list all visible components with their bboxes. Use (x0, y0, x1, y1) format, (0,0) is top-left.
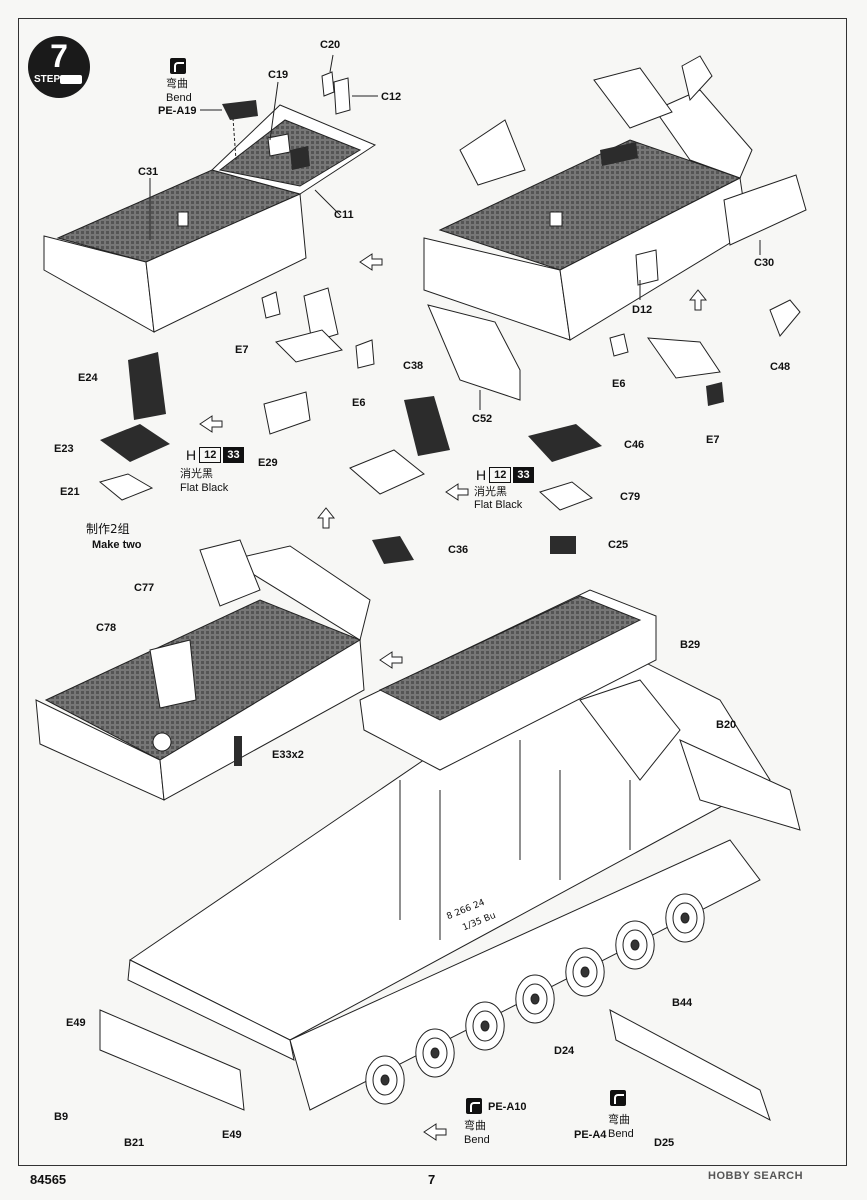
road-wheel (380, 1074, 390, 1086)
floor-d12 (423, 55, 753, 341)
cushion-group-right (528, 424, 602, 554)
paint-name-en: Flat Black (180, 482, 229, 494)
bend-icon (466, 1098, 482, 1114)
flow-arrows (199, 253, 708, 1141)
label-e21: E21 (60, 486, 80, 498)
seat-group-left (261, 287, 375, 435)
label-c20: C20 (320, 39, 341, 51)
bend-label-cn: 弯曲 (464, 1119, 486, 1132)
label-c78: C78 (96, 622, 117, 634)
paint-name-cn: 消光黑 (474, 485, 507, 498)
road-wheel (630, 939, 640, 951)
paint-code-1: 12 (199, 447, 222, 463)
label-e6-left: E6 (352, 397, 366, 409)
step-badge: 7 STEP (28, 36, 90, 98)
label-d25: D25 (654, 1137, 675, 1149)
cushion-group-left (98, 352, 170, 501)
label-d24: D24 (554, 1045, 575, 1057)
interior-left-view (35, 539, 371, 801)
page-frame (18, 18, 847, 1166)
make-two-cn: 制作2组 (86, 522, 130, 536)
label-c48: C48 (770, 361, 791, 373)
tank-icon (60, 75, 82, 84)
paint-name-cn: 消光黑 (180, 467, 213, 480)
paint-callout-center: H 12 33 (476, 467, 534, 483)
label-e7-left: E7 (235, 344, 249, 356)
hull-assembly (99, 589, 801, 1122)
label-c77: C77 (134, 582, 155, 594)
label-b9: B9 (54, 1111, 69, 1123)
label-c12: C12 (381, 91, 402, 103)
watermark: HOBBY SEARCH (708, 1170, 804, 1182)
label-e6-right: E6 (612, 378, 626, 390)
bend-label-en: Bend (608, 1128, 634, 1140)
road-wheel (480, 1020, 490, 1032)
product-code: 84565 (30, 1172, 67, 1187)
label-c30: C30 (754, 257, 775, 269)
seat-group-right (609, 299, 801, 406)
label-e49-bottom: E49 (222, 1129, 242, 1141)
step-number: 7 (50, 38, 68, 74)
road-wheel (580, 966, 590, 978)
label-e33x2: E33x2 (272, 749, 304, 761)
bend-label-en: Bend (464, 1134, 490, 1146)
floor-c31 (43, 71, 377, 333)
label-e49-top: E49 (66, 1017, 86, 1029)
step-word: STEP (34, 74, 61, 85)
paint-name-en: Flat Black (474, 499, 523, 511)
make-two-en: Make two (92, 539, 142, 551)
label-c11: C11 (334, 209, 354, 221)
paint-code-1: 12 (489, 467, 512, 483)
label-c31: C31 (138, 166, 159, 178)
paint-letter: H (476, 467, 487, 483)
bend-label-cn: 弯曲 (608, 1113, 630, 1126)
cushion-group-center (349, 396, 450, 564)
bend-label-en: Bend (166, 92, 192, 104)
label-c38: C38 (403, 360, 424, 372)
road-wheels (365, 893, 705, 1105)
bend-icon (170, 58, 186, 74)
label-pe-a4: PE-A4 (574, 1129, 607, 1141)
paint-code-2: 33 (223, 447, 244, 463)
label-e29: E29 (258, 457, 278, 469)
label-b20: B20 (716, 719, 737, 731)
label-c46: C46 (624, 439, 645, 451)
road-wheel (680, 912, 690, 924)
road-wheel (530, 993, 540, 1005)
paint-letter: H (186, 447, 197, 463)
label-b29: B29 (680, 639, 701, 651)
paint-code-2: 33 (513, 467, 534, 483)
label-c19: C19 (268, 69, 289, 81)
part-c30 (723, 174, 807, 246)
page-number: 7 (428, 1172, 436, 1187)
paint-callout-left: H 12 33 (186, 447, 244, 463)
label-e7-right: E7 (706, 434, 720, 446)
label-b21: B21 (124, 1137, 145, 1149)
label-d12: D12 (632, 304, 653, 316)
bend-label-cn: 弯曲 (166, 77, 188, 90)
label-c79: C79 (620, 491, 641, 503)
label-e23: E23 (54, 443, 74, 455)
road-wheel (430, 1047, 440, 1059)
label-b44: B44 (672, 997, 693, 1009)
label-c52: C52 (472, 413, 493, 425)
label-pe-a19: PE-A19 (158, 105, 197, 117)
label-c25: C25 (608, 539, 629, 551)
label-pe-a10: PE-A10 (488, 1101, 527, 1113)
bend-icon (610, 1090, 626, 1106)
label-e24: E24 (78, 372, 98, 384)
label-c36: C36 (448, 544, 469, 556)
part-c52 (427, 304, 521, 401)
